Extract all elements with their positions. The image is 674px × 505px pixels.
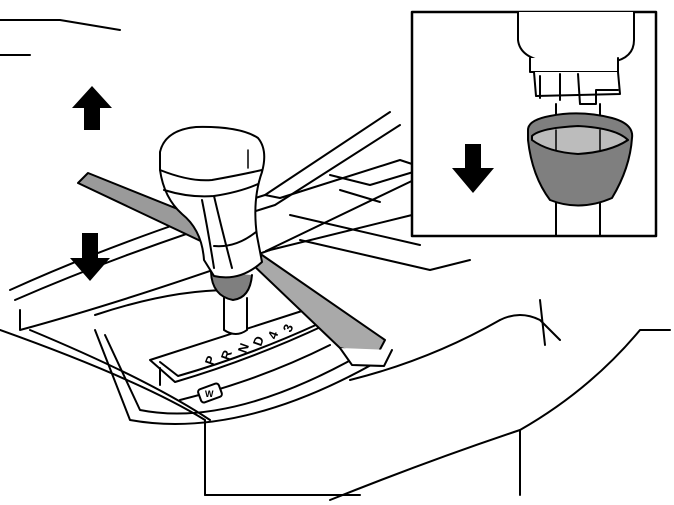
gear-label-3: 3 (280, 322, 297, 334)
winter-button-label: W (205, 389, 214, 399)
shifter-shaft (210, 271, 253, 335)
winter-mode-button: W (197, 382, 223, 404)
arrow-up-icon (72, 86, 112, 130)
arrow-down-icon (70, 233, 110, 281)
detail-inset (410, 10, 658, 238)
shift-knob (159, 125, 266, 279)
arrow-down-icon (452, 144, 494, 193)
callout-lines (265, 177, 419, 252)
